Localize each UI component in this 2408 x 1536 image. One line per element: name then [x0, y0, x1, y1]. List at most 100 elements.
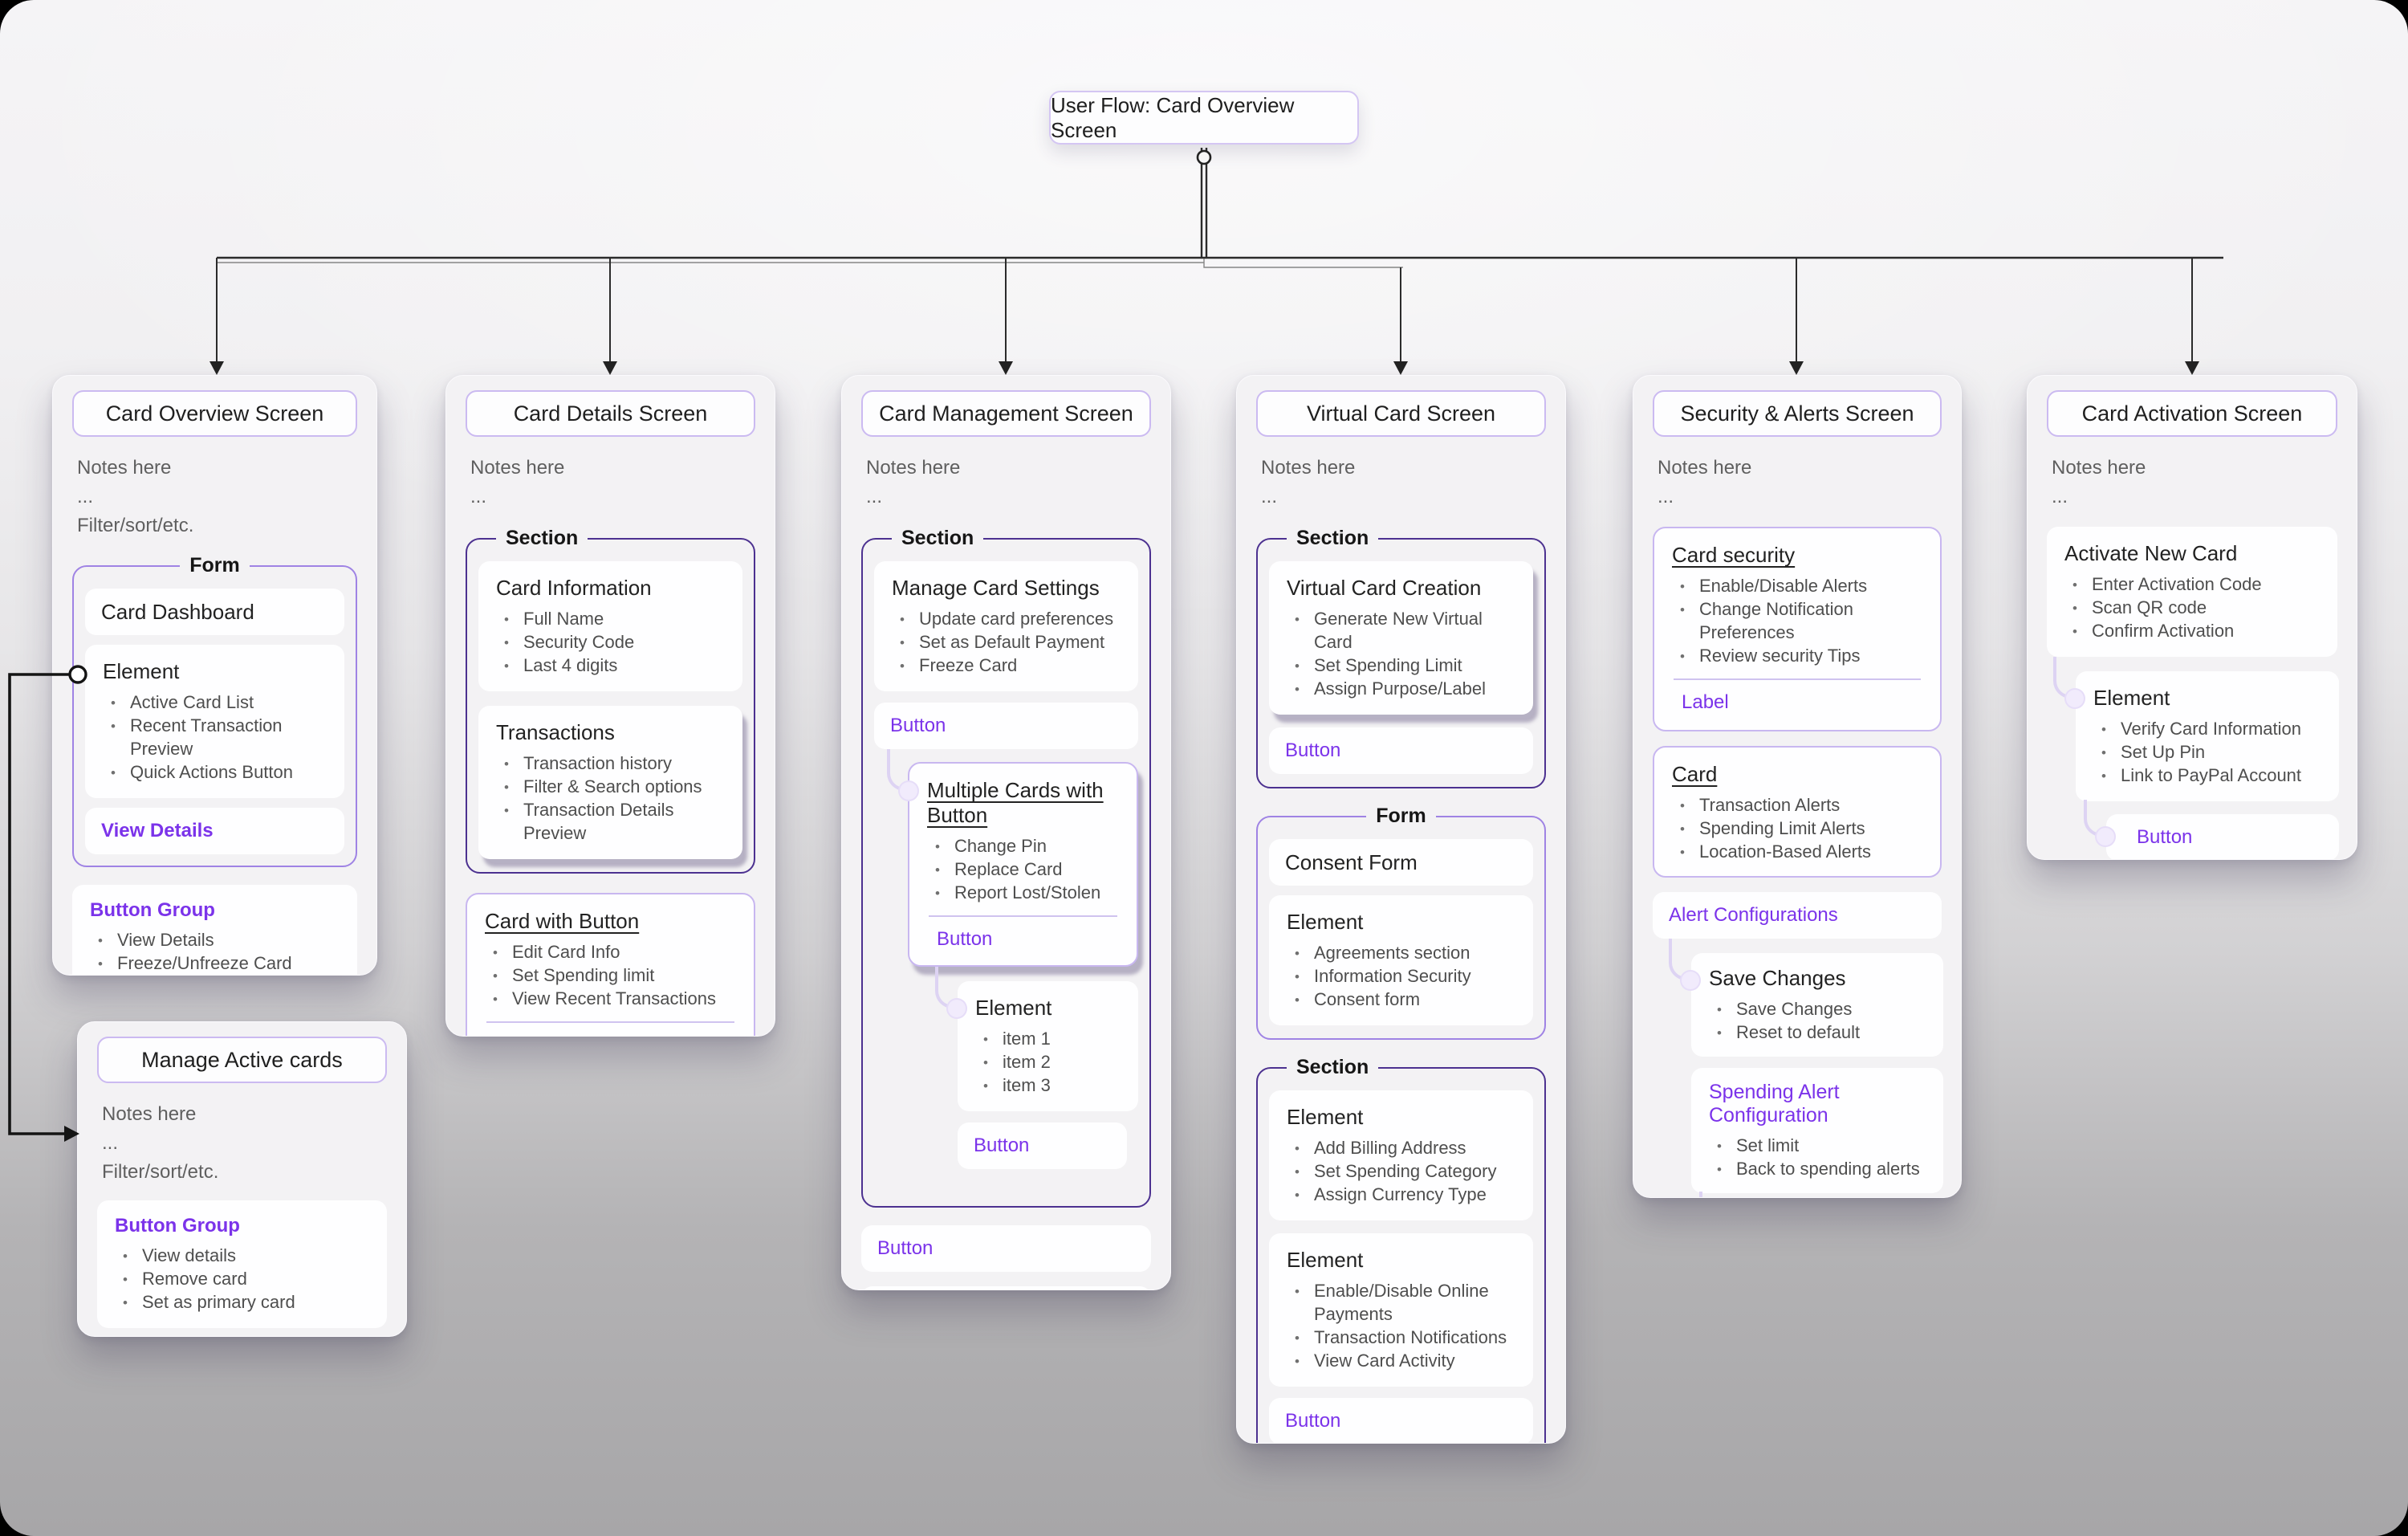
card-details-screen[interactable]: Card Details Screen Notes here ... Secti…	[445, 375, 775, 1037]
connector-dot-icon	[948, 1000, 966, 1017]
notes-block: Notes here ...	[1261, 456, 1541, 509]
element-box[interactable]: Element Add Billing Address Set Spending…	[1269, 1090, 1533, 1220]
arrow-down-icon	[603, 361, 617, 375]
card-activation-screen[interactable]: Card Activation Screen Notes here ... Ac…	[2027, 375, 2357, 860]
button[interactable]: Button	[1269, 1398, 1533, 1443]
button-label: Button	[2137, 826, 2193, 848]
notes-line: Notes here	[866, 457, 961, 479]
label-button[interactable]: Label	[494, 1034, 542, 1036]
divider	[1674, 678, 1921, 680]
card-security-alerts-screen[interactable]: Security & Alerts Screen Notes here ... …	[1633, 375, 1962, 1198]
list-item: Enable/Disable Alerts	[1670, 574, 1924, 598]
notes-line: ...	[2052, 486, 2068, 507]
notes-line: Notes here	[2052, 457, 2146, 479]
bullet-list: item 1 item 2 item 3	[974, 1027, 1122, 1098]
section-legend: Section	[506, 527, 579, 549]
card-dashboard-box[interactable]: Card Dashboard	[85, 589, 344, 635]
list-item: Scan QR code	[2063, 596, 2321, 620]
section-legend: Section	[1296, 1056, 1369, 1078]
button[interactable]: Button	[2084, 800, 2339, 859]
element-box[interactable]: Element Active Card List Recent Transact…	[85, 645, 344, 798]
card-manage-active-cards[interactable]: Manage Active cards Notes here ... Filte…	[77, 1021, 407, 1337]
list-item: Enter Activation Code	[2063, 572, 2321, 597]
multiple-cards-with-button-box[interactable]: Multiple Cards with Button Change Pin Re…	[887, 749, 1138, 967]
button-group-box[interactable]: Button Group View Details Freeze/Unfreez…	[72, 885, 357, 975]
transactions-box[interactable]: Transactions Transaction history Filter …	[478, 706, 742, 859]
bullet-list: Add Billing Address Set Spending Categor…	[1285, 1136, 1517, 1207]
label-button[interactable]: Label	[1682, 691, 1729, 713]
form-legend: Form	[1376, 805, 1426, 827]
box-title: Activate New Card	[2064, 541, 2238, 565]
button[interactable]: Button	[958, 1122, 1127, 1169]
notes-line: Notes here	[102, 1103, 197, 1125]
button-group-box[interactable]: Button Group View details Remove card Se…	[97, 1200, 387, 1328]
alert-configurations-button[interactable]: Alert Configurations	[1653, 892, 1942, 939]
list-item: Location-Based Alerts	[1670, 840, 1924, 864]
bullet-list: Agreements section Information Security …	[1285, 941, 1517, 1012]
card-overview-screen[interactable]: Card Overview Screen Notes here ... Filt…	[52, 375, 377, 976]
elbow-connector	[1699, 1192, 1720, 1197]
card-security-box[interactable]: Card security Enable/Disable Alerts Chan…	[1653, 527, 1942, 731]
notes-line: ...	[1658, 486, 1674, 507]
bullet-list: Enter Activation Code Scan QR code Confi…	[2063, 572, 2321, 643]
screen-title: Card Management Screen	[861, 390, 1151, 437]
spending-alert-configuration-box[interactable]: Spending Alert Configuration Set limit B…	[1691, 1068, 1943, 1193]
notes-block: Notes here ...	[1658, 456, 1937, 509]
list-item: Transaction Alerts	[1670, 793, 1924, 817]
list-item: Recent Transaction Preview	[101, 714, 328, 760]
box-title: Card with Button	[485, 909, 640, 933]
box-title: Element	[1287, 1248, 1364, 1272]
button[interactable]: Button	[937, 928, 993, 950]
button[interactable]: Button	[861, 1225, 1151, 1272]
box-title: Spending Alert Configuration	[1709, 1081, 1840, 1127]
bullet-list: View details Remove card Set as primary …	[113, 1244, 371, 1314]
bullet-list: Generate New Virtual Card Set Spending L…	[1285, 607, 1517, 701]
card-with-button-box[interactable]: Card with Button Edit Card Info Set Spen…	[466, 893, 755, 1036]
form-group: Form Card Dashboard Element Active Card …	[72, 554, 357, 867]
list-item: item 2	[974, 1050, 1122, 1074]
box-title: Manage Card Settings	[892, 576, 1100, 600]
list-item: Agreements section	[1285, 941, 1517, 965]
button[interactable]: Button	[874, 703, 1138, 749]
button-label: Button	[877, 1237, 934, 1259]
list-item: View Details	[88, 928, 341, 952]
button[interactable]: Button	[861, 1286, 1151, 1290]
element-box[interactable]: Element Verify Card Information Set Up P…	[2053, 657, 2339, 801]
box-title: Card Information	[496, 576, 652, 600]
virtual-card-creation-box[interactable]: Virtual Card Creation Generate New Virtu…	[1269, 561, 1533, 715]
section-group: Section Element Add Billing Address Set …	[1256, 1056, 1546, 1443]
notes-line: ...	[102, 1132, 119, 1154]
list-item: Set Spending Limit	[1285, 654, 1517, 678]
save-changes-box[interactable]: Save Changes Save Changes Reset to defau…	[1669, 939, 1943, 1057]
list-item: Full Name	[494, 607, 726, 631]
list-item: Add Billing Address	[1285, 1136, 1517, 1160]
card-virtual-card-screen[interactable]: Virtual Card Screen Notes here ... Secti…	[1236, 375, 1566, 1444]
list-item: Transaction history	[494, 752, 726, 776]
bullet-list: Set limit Back to spending alerts	[1707, 1134, 1927, 1181]
list-item: Information Security	[1285, 964, 1517, 988]
list-item: Verify Card Information	[2092, 717, 2323, 741]
card-box[interactable]: Card Transaction Alerts Spending Limit A…	[1653, 746, 1942, 878]
manage-card-settings-box[interactable]: Manage Card Settings Update card prefere…	[874, 561, 1138, 691]
element-box[interactable]: Element Enable/Disable Online Payments T…	[1269, 1233, 1533, 1387]
screen-title: Card Activation Screen	[2047, 390, 2337, 437]
consent-form-box[interactable]: Consent Form	[1269, 839, 1533, 886]
notes-line: Filter/sort/etc.	[102, 1161, 219, 1183]
card-information-box[interactable]: Card Information Full Name Security Code…	[478, 561, 742, 691]
box-title: Element	[1287, 910, 1364, 934]
bullet-list: Update card preferences Set as Default P…	[890, 607, 1122, 678]
list-item: Confirm Activation	[2063, 619, 2321, 643]
root-node[interactable]: User Flow: Card Overview Screen	[1049, 91, 1359, 145]
element-box[interactable]: Element Agreements section Information S…	[1269, 895, 1533, 1025]
activate-new-card-box[interactable]: Activate New Card Enter Activation Code …	[2047, 527, 2337, 657]
card-management-screen[interactable]: Card Management Screen Notes here ... Se…	[841, 375, 1171, 1290]
list-item: Freeze Card	[890, 654, 1122, 678]
button-label: View Details	[101, 820, 214, 841]
button[interactable]: Button	[1269, 727, 1533, 774]
list-item: Set as Default Payment	[890, 630, 1122, 654]
screen-title: Manage Active cards	[97, 1037, 387, 1083]
view-details-button[interactable]: View Details	[85, 808, 344, 854]
elbow-connector	[2053, 657, 2074, 699]
element-box[interactable]: Element item 1 item 2 item 3	[935, 967, 1138, 1111]
list-item: Set as primary card	[113, 1290, 371, 1314]
